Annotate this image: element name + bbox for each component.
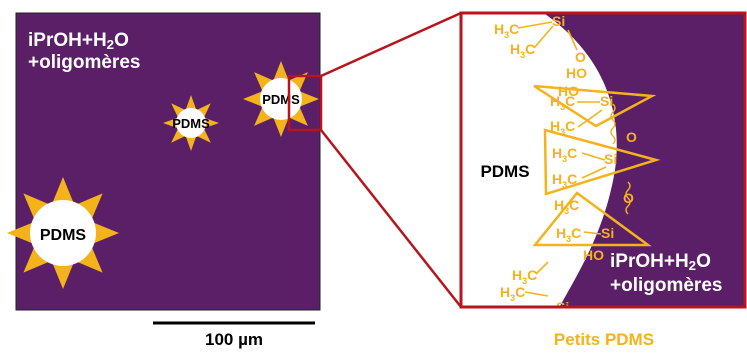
bond-lines	[517, 21, 607, 297]
methyl-label: H3C	[512, 267, 537, 286]
particle-label-small: PDMS	[172, 116, 210, 131]
zoom-panel-content: H3C H3C Si O HO HO H3C Si H3C O H3C Si H…	[462, 13, 744, 315]
surface-spike-3	[532, 191, 652, 247]
oxygen-label: O	[623, 190, 634, 206]
methyl-label: H3C	[552, 145, 577, 164]
particle-label-large: PDMS	[40, 227, 87, 244]
hydroxyl-label: HO	[583, 247, 604, 263]
silicon-label: Si	[604, 151, 617, 167]
silicon-label: Si	[552, 13, 565, 29]
silicon-label: Si	[601, 225, 614, 241]
silicon-label: Si	[556, 299, 569, 315]
particle-core-small	[176, 108, 206, 138]
oxygen-label: O	[575, 49, 586, 65]
pdms-particle-small: PDMS	[163, 95, 219, 151]
methyl-label: H3C	[494, 21, 519, 40]
pdms-particle-large: PDMS	[7, 177, 119, 289]
particle-core-large	[30, 200, 96, 266]
siloxane-link-1	[610, 103, 616, 145]
solvent-label-right: iPrOH+H2O +oligomères	[610, 251, 723, 296]
oxygen-label: O	[626, 129, 637, 145]
hydroxyl-label: HO	[566, 65, 587, 81]
methyl-label: H3C	[510, 41, 535, 60]
pdms-particle-medium: PDMS	[243, 61, 319, 137]
methyl-label: H3C	[552, 171, 577, 190]
surface-spike-2	[543, 128, 661, 196]
siloxane-link-2	[625, 181, 631, 215]
methyl-label: H3C	[550, 93, 575, 112]
zoom-connector-bottom	[320, 129, 462, 308]
methyl-label: H3C	[556, 225, 581, 244]
particle-core-medium	[260, 78, 302, 120]
zoom-caption: Petits PDMS	[553, 330, 655, 349]
chemistry-labels: H3C H3C Si O HO HO H3C Si H3C O H3C Si H…	[494, 13, 637, 315]
solvent-label-left: iPrOH+H2O +oligomères	[28, 30, 141, 73]
particle-label-medium: PDMS	[262, 92, 300, 107]
methyl-label: H3C	[554, 197, 579, 216]
silicon-label: Si	[600, 93, 613, 109]
zoom-panel-frame	[459, 11, 747, 309]
surface-spike-1	[533, 84, 657, 128]
zoom-particle-label: PDMS	[480, 162, 529, 181]
scale-bar-label: 100 µm	[205, 330, 263, 349]
methyl-label: H3C	[550, 118, 575, 137]
zoom-connector-top	[320, 11, 462, 78]
zoom-source-box	[287, 74, 323, 132]
hydroxyl-label: HO	[558, 83, 579, 99]
methyl-label: H3C	[500, 284, 525, 303]
pdms-surface	[462, 14, 617, 306]
